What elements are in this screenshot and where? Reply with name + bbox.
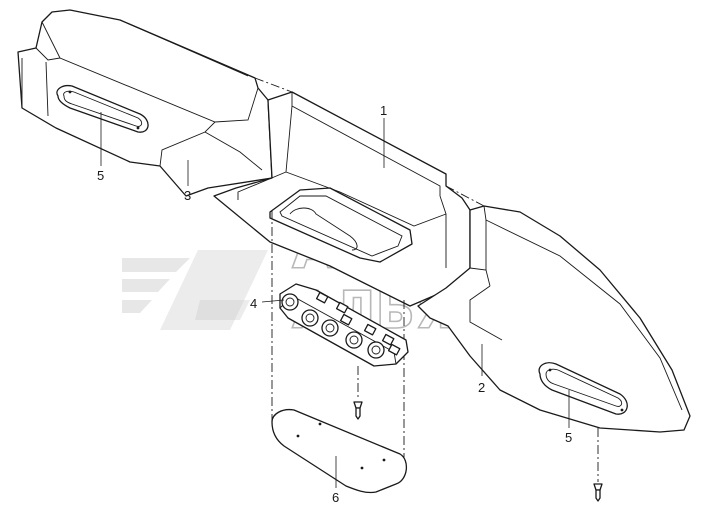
callout-5-right: 5 [565, 430, 572, 445]
callout-5-left: 5 [97, 168, 104, 183]
right-shelf-part-2 [417, 205, 691, 433]
switch-knobs [281, 293, 385, 359]
screw-center [353, 401, 363, 420]
callout-2: 2 [478, 380, 485, 395]
left-speaker-grille-5 [56, 84, 149, 133]
callout-3: 3 [184, 188, 191, 203]
cover-plate-part-6 [271, 408, 407, 494]
switch-buttons [315, 291, 401, 356]
callout-6: 6 [332, 490, 339, 505]
left-shelf-part-3 [17, 9, 273, 197]
callout-4: 4 [250, 296, 257, 311]
screw-right [593, 483, 603, 502]
switch-panel-part-4 [279, 283, 409, 367]
right-speaker-grille-5 [538, 362, 628, 415]
watermark-emblem [122, 250, 268, 330]
callout-1: 1 [380, 103, 387, 118]
assembly-lines [254, 77, 599, 482]
leader-lines [100, 112, 570, 488]
